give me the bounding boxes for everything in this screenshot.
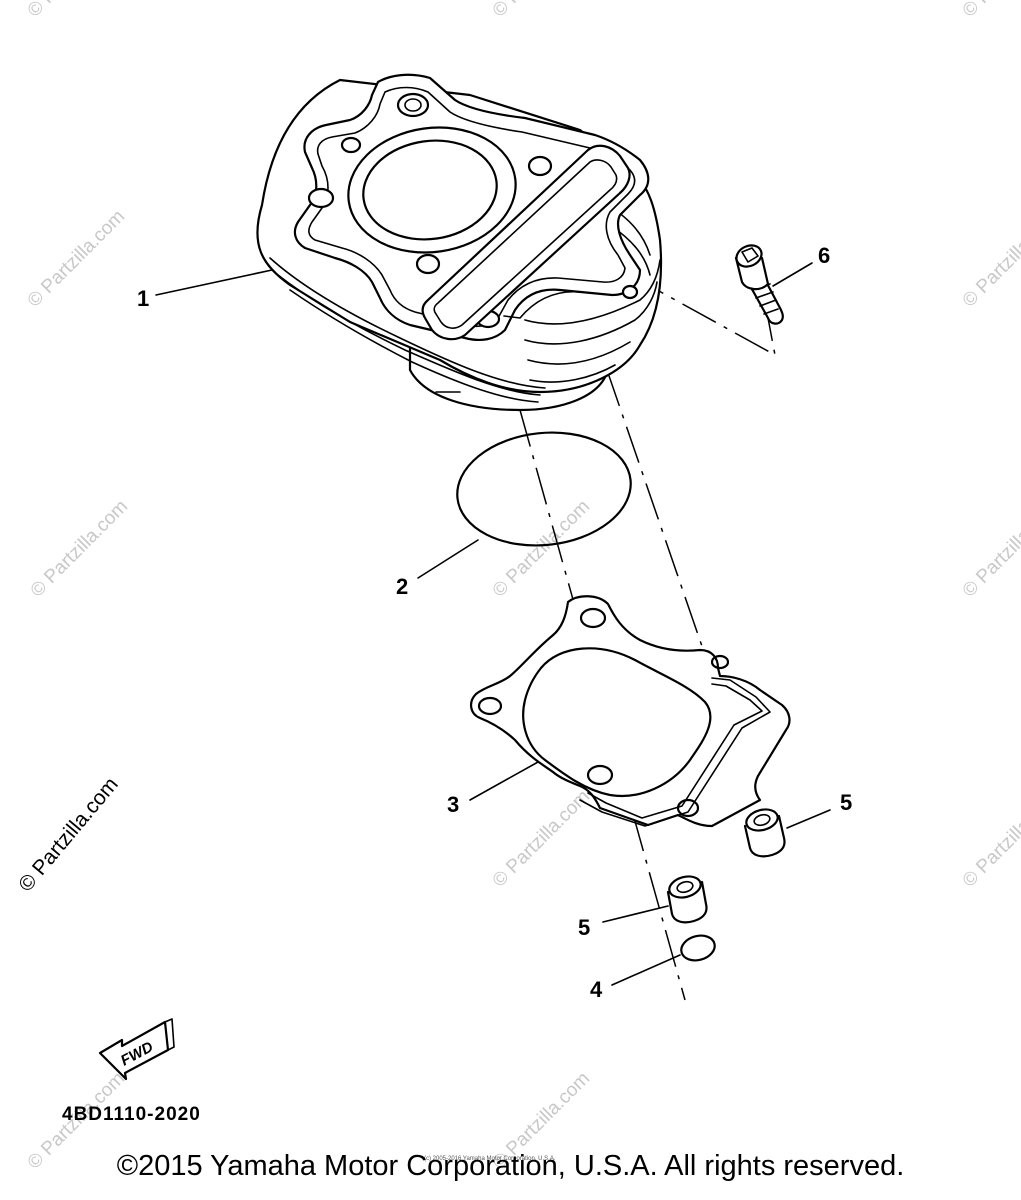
cylinder-gasket <box>470 595 791 828</box>
watermark: © Partzilla.com <box>24 206 129 311</box>
small-copyright: (c) 2005-2016 Yamaha Motor Corporation, … <box>424 1156 556 1162</box>
dowel-pin-upper <box>743 808 786 858</box>
callout-2: 2 <box>396 574 408 599</box>
callout-3: 3 <box>447 792 459 817</box>
plug <box>680 934 716 962</box>
watermark: © Partzilla.com <box>489 786 594 891</box>
watermark: © Partzilla.com <box>24 0 129 22</box>
callout-6: 6 <box>818 243 830 268</box>
callouts: 1 2 3 4 5 5 6 <box>137 243 852 1002</box>
watermark: © Partzilla.com <box>959 786 1021 891</box>
callout-4: 4 <box>590 977 603 1002</box>
leader-lines <box>155 262 831 986</box>
watermark: © Partzilla.com <box>489 496 594 601</box>
bolt <box>734 244 784 325</box>
part-code: 4BD1110-2020 <box>62 1104 201 1125</box>
callout-5-lower: 5 <box>578 915 590 940</box>
watermark: © Partzilla.com <box>489 0 594 22</box>
watermark-dark: © Partzilla.com <box>14 773 123 896</box>
callout-1: 1 <box>137 286 149 311</box>
cylinder <box>256 73 663 412</box>
watermark: © Partzilla.com <box>959 206 1021 311</box>
fwd-arrow: FWD <box>98 1018 175 1081</box>
copyright-notice: ©2015 Yamaha Motor Corporation, U.S.A. A… <box>116 1150 905 1182</box>
dowel-pin-lower <box>666 875 708 924</box>
watermark: © Partzilla.com <box>959 0 1021 22</box>
bolt-leader <box>629 274 777 357</box>
watermark: © Partzilla.com <box>27 496 132 601</box>
o-ring <box>456 431 632 547</box>
watermark: © Partzilla.com <box>959 496 1021 601</box>
callout-5-upper: 5 <box>840 790 852 815</box>
